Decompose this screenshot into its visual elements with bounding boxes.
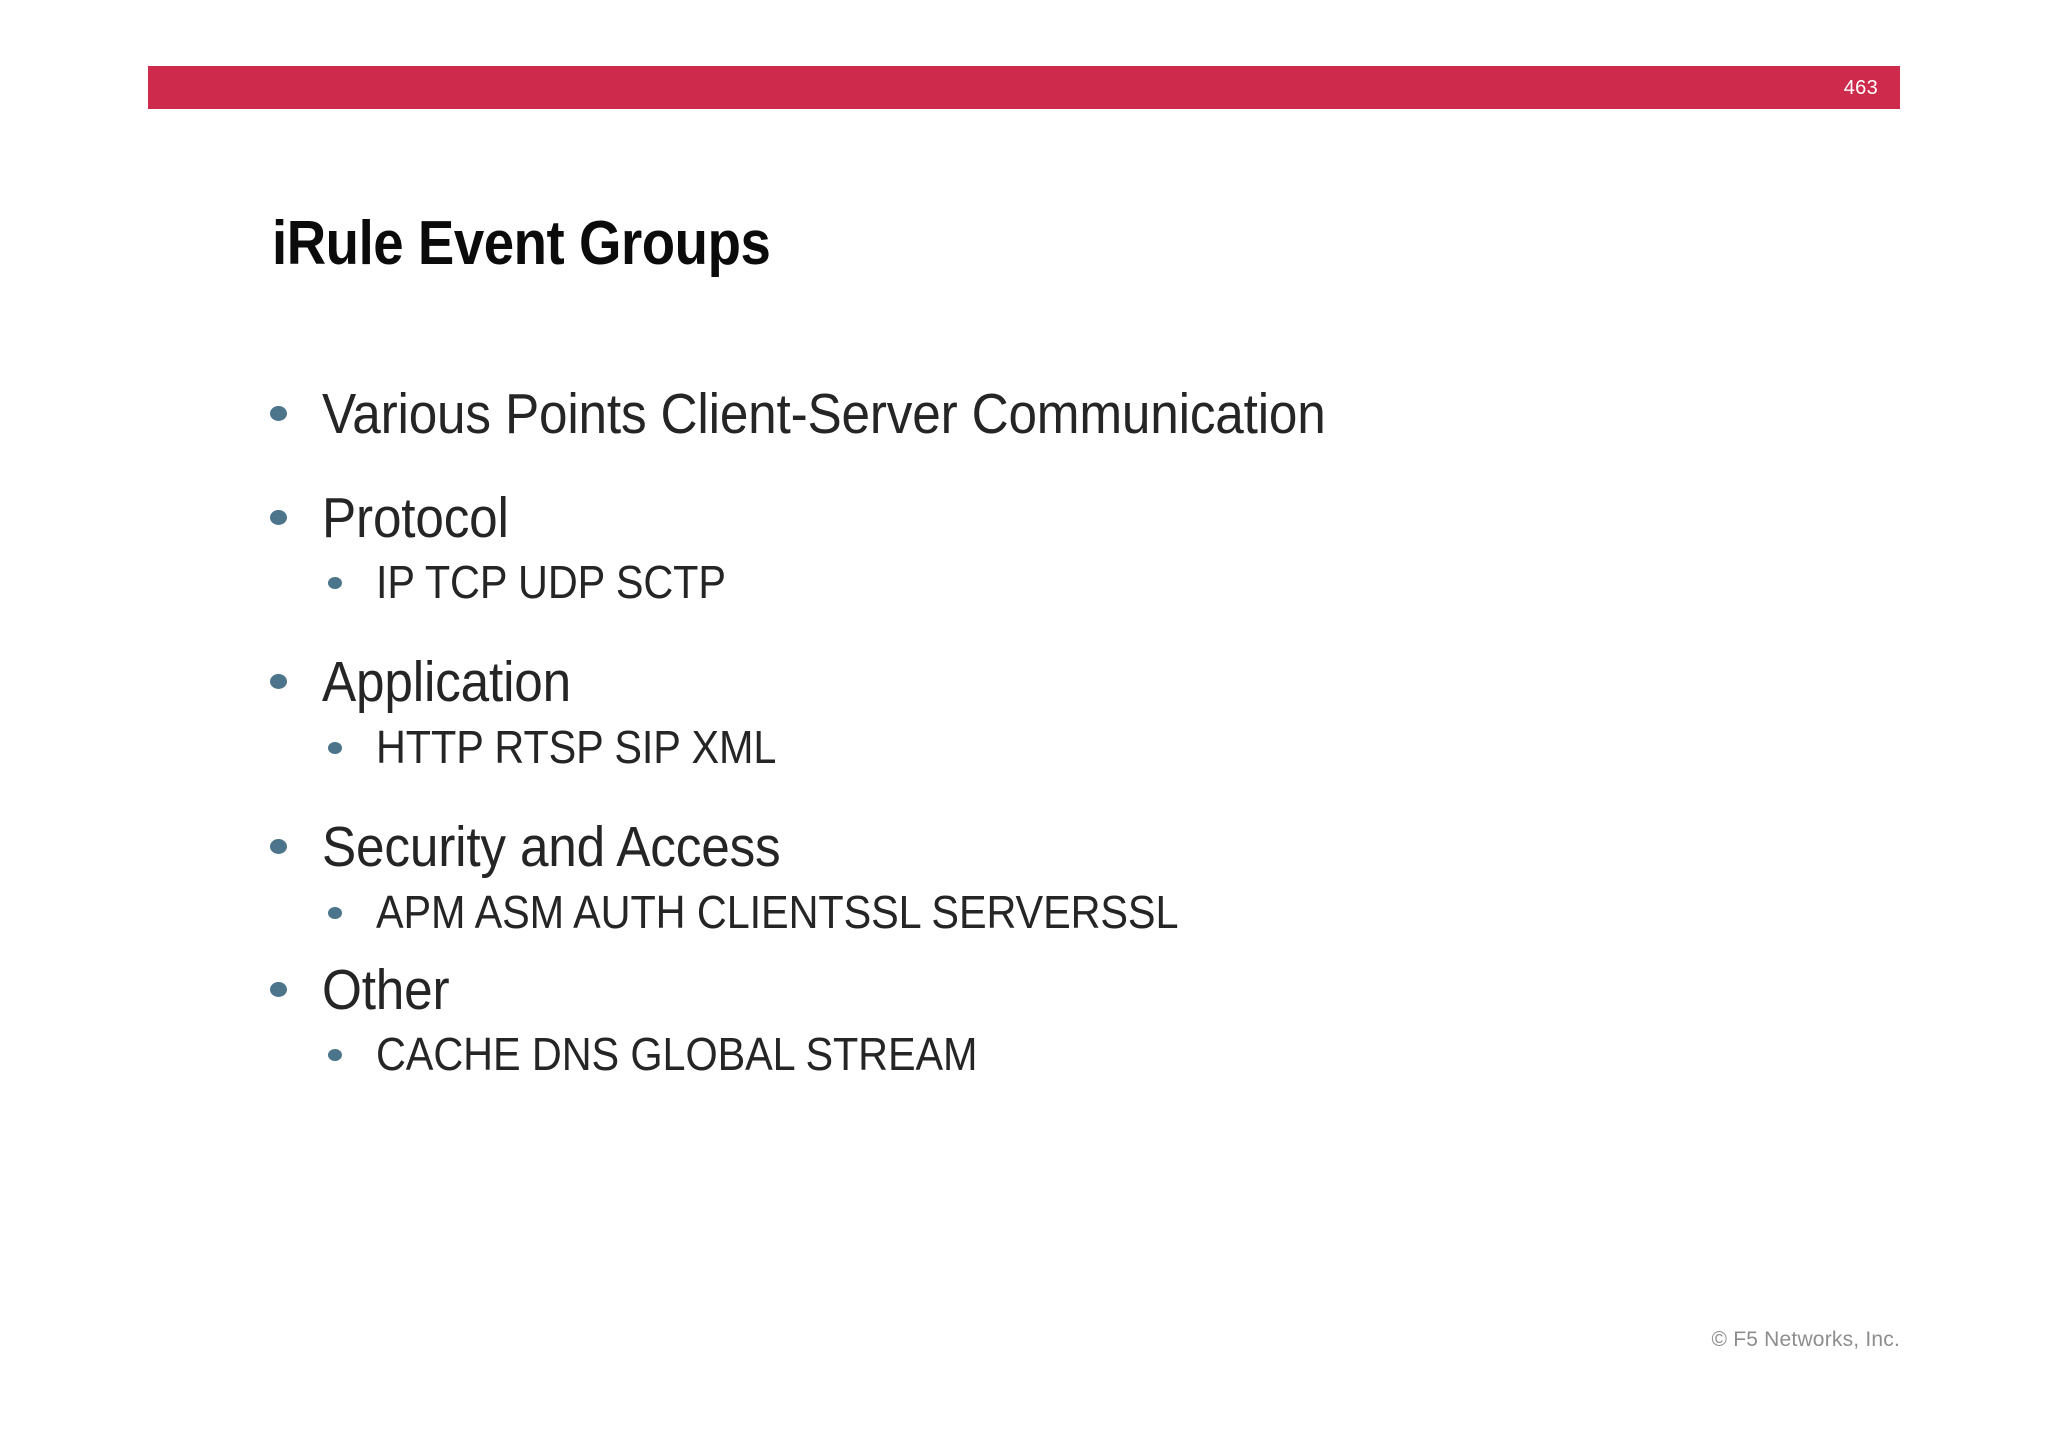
bullet-list: Various Points Client-Server Communicati… [270, 380, 1920, 1092]
bullet-dot-icon [270, 813, 322, 854]
bullet-label: Protocol [322, 485, 509, 550]
bullet-dot-icon [270, 380, 322, 421]
bullet-label: Security and Access [322, 814, 781, 879]
bullet-dot-icon [270, 956, 322, 997]
bullet-item-various-points: Various Points Client-Server Communicati… [270, 380, 1920, 450]
sub-bullet-item-other-list: CACHE DNS GLOBAL STREAM [270, 1027, 1920, 1082]
bullet-item-other: Other [270, 956, 1920, 1026]
bullet-dot-icon [270, 648, 322, 690]
footer-copyright: © F5 Networks, Inc. [1711, 1328, 1900, 1351]
sub-bullet-item-application-list: HTTP RTSP SIP XML [270, 720, 1920, 775]
sub-bullet-label: HTTP RTSP SIP XML [376, 720, 777, 773]
page-number: 463 [1843, 76, 1878, 99]
sub-bullet-dot-icon [328, 1027, 376, 1062]
spacer [270, 456, 1920, 484]
sub-bullet-dot-icon [328, 885, 376, 919]
bullet-item-security-and-access: Security and Access [270, 813, 1920, 883]
bullet-item-protocol: Protocol [270, 484, 1920, 554]
sub-bullet-dot-icon [328, 720, 376, 754]
sub-bullet-label: IP TCP UDP SCTP [376, 556, 726, 609]
header-banner: 463 [148, 66, 1900, 109]
sub-bullet-label: APM ASM AUTH CLIENTSSL SERVERSSL [376, 885, 1179, 938]
bullet-item-application: Application [270, 648, 1920, 718]
bullet-dot-icon [270, 484, 322, 525]
spacer [270, 620, 1920, 648]
bullet-label: Various Points Client-Server Communicati… [322, 382, 1326, 446]
sub-bullet-item-protocol-list: IP TCP UDP SCTP [270, 555, 1920, 610]
spacer [270, 785, 1920, 813]
sub-bullet-item-security-list: APM ASM AUTH CLIENTSSL SERVERSSL [270, 885, 1920, 940]
sub-bullet-dot-icon [328, 555, 376, 590]
bullet-label: Application [322, 650, 571, 715]
sub-bullet-label: CACHE DNS GLOBAL STREAM [376, 1028, 978, 1081]
page-title: iRule Event Groups [272, 208, 771, 278]
bullet-label: Other [322, 957, 450, 1022]
